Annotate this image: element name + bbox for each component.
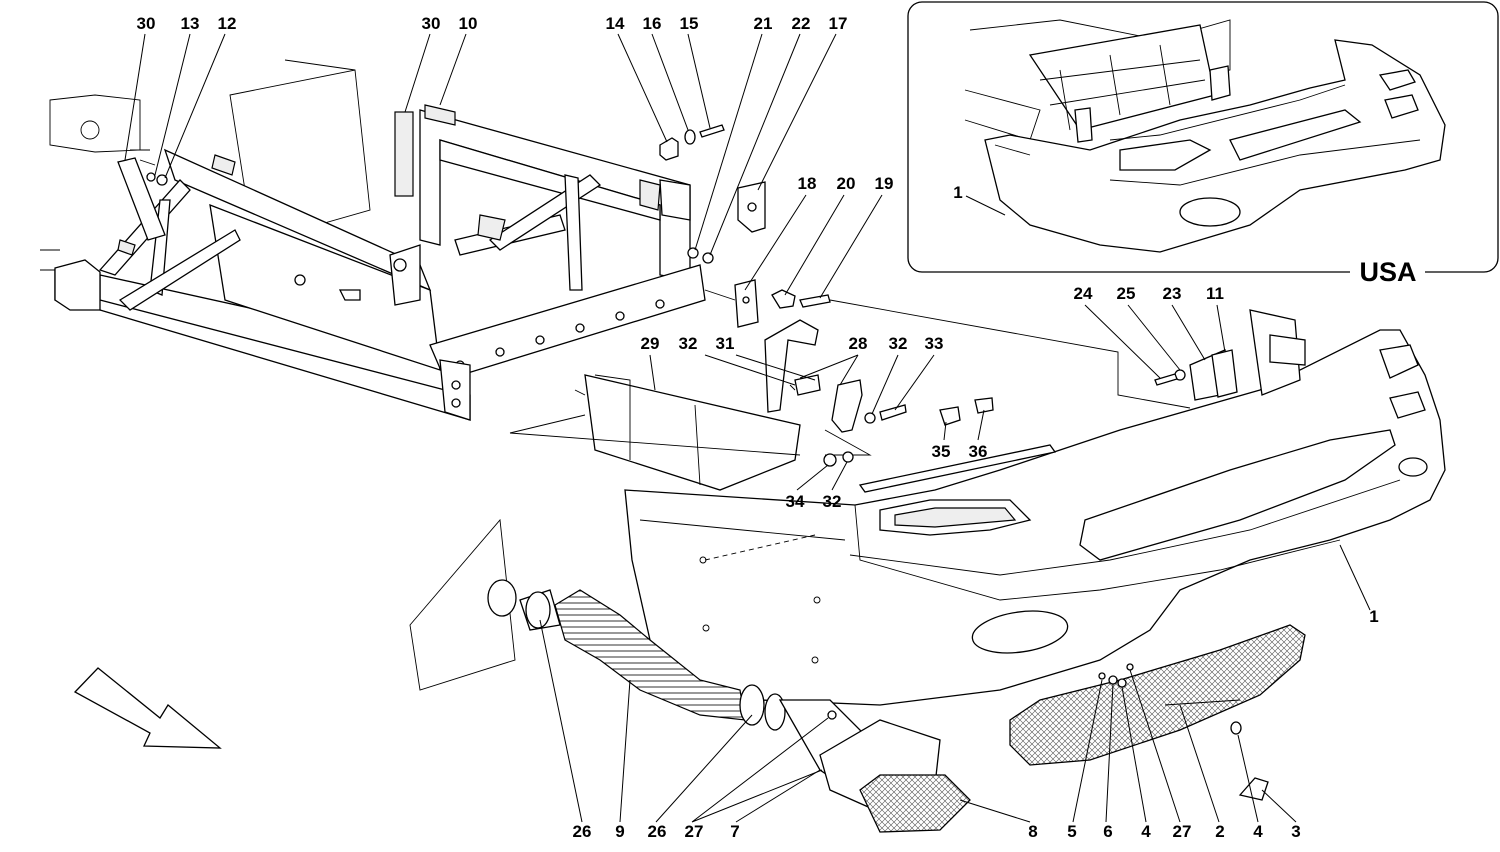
callout-29: 29 [641,334,660,353]
callout-9: 9 [615,822,624,841]
callout-7: 7 [730,822,739,841]
callout-30-foam-right: 30 [422,14,441,33]
callout-18: 18 [798,174,817,193]
callout-32-upper: 32 [679,334,698,353]
callout-25: 25 [1117,284,1136,303]
callout-6: 6 [1103,822,1112,841]
callout-33: 33 [925,334,944,353]
callout-3: 3 [1291,822,1300,841]
callout-16: 16 [643,14,662,33]
callout-4-right: 4 [1253,822,1263,841]
chassis-frame [54,104,706,421]
rear-bumper [624,309,1446,706]
callout-27-duct: 27 [685,822,704,841]
callout-15: 15 [680,14,699,33]
callout-21: 21 [754,14,773,33]
strap-and-clips [509,319,994,491]
usa-inset-label: USA [1359,257,1416,287]
callout-1-main: 1 [1369,607,1378,626]
callout-13: 13 [181,14,200,33]
callout-14: 14 [606,14,625,33]
callout-12: 12 [218,14,237,33]
direction-arrow [73,667,222,749]
callout-34: 34 [786,492,805,511]
callout-1-inset: 1 [953,183,962,202]
callout-32-lower: 32 [823,492,842,511]
usa-inset [907,1,1499,287]
callout-8: 8 [1028,822,1037,841]
callout-26-right: 26 [648,822,667,841]
callout-28: 28 [849,334,868,353]
callout-5: 5 [1067,822,1076,841]
callout-24: 24 [1074,284,1093,303]
callout-32-middle: 32 [889,334,908,353]
air-duct-assembly [519,589,971,833]
callout-11: 11 [1206,284,1224,303]
lower-grille-and-badge [1009,624,1306,801]
callout-17: 17 [829,14,848,33]
callout-27-grille: 27 [1173,822,1192,841]
callout-35: 35 [932,442,951,461]
callout-23: 23 [1163,284,1182,303]
vehicle-body-outline [40,59,517,691]
bumper-side-bracket [1154,349,1238,401]
callout-20: 20 [837,174,856,193]
frame-fasteners [130,149,168,186]
leader-lines [124,33,1371,823]
upper-fasteners [659,124,1191,409]
callout-19: 19 [875,174,894,193]
foam-pads [117,111,414,241]
callout-2: 2 [1215,822,1224,841]
callout-26-left: 26 [573,822,592,841]
callout-10: 10 [459,14,478,33]
callout-labels: 30 13 12 30 10 14 16 15 21 22 17 18 20 1… [137,14,1379,841]
callout-36: 36 [969,442,988,461]
callout-4-left: 4 [1141,822,1151,841]
callout-22: 22 [792,14,811,33]
callout-31: 31 [716,334,735,353]
callout-30-foam-left: 30 [137,14,156,33]
